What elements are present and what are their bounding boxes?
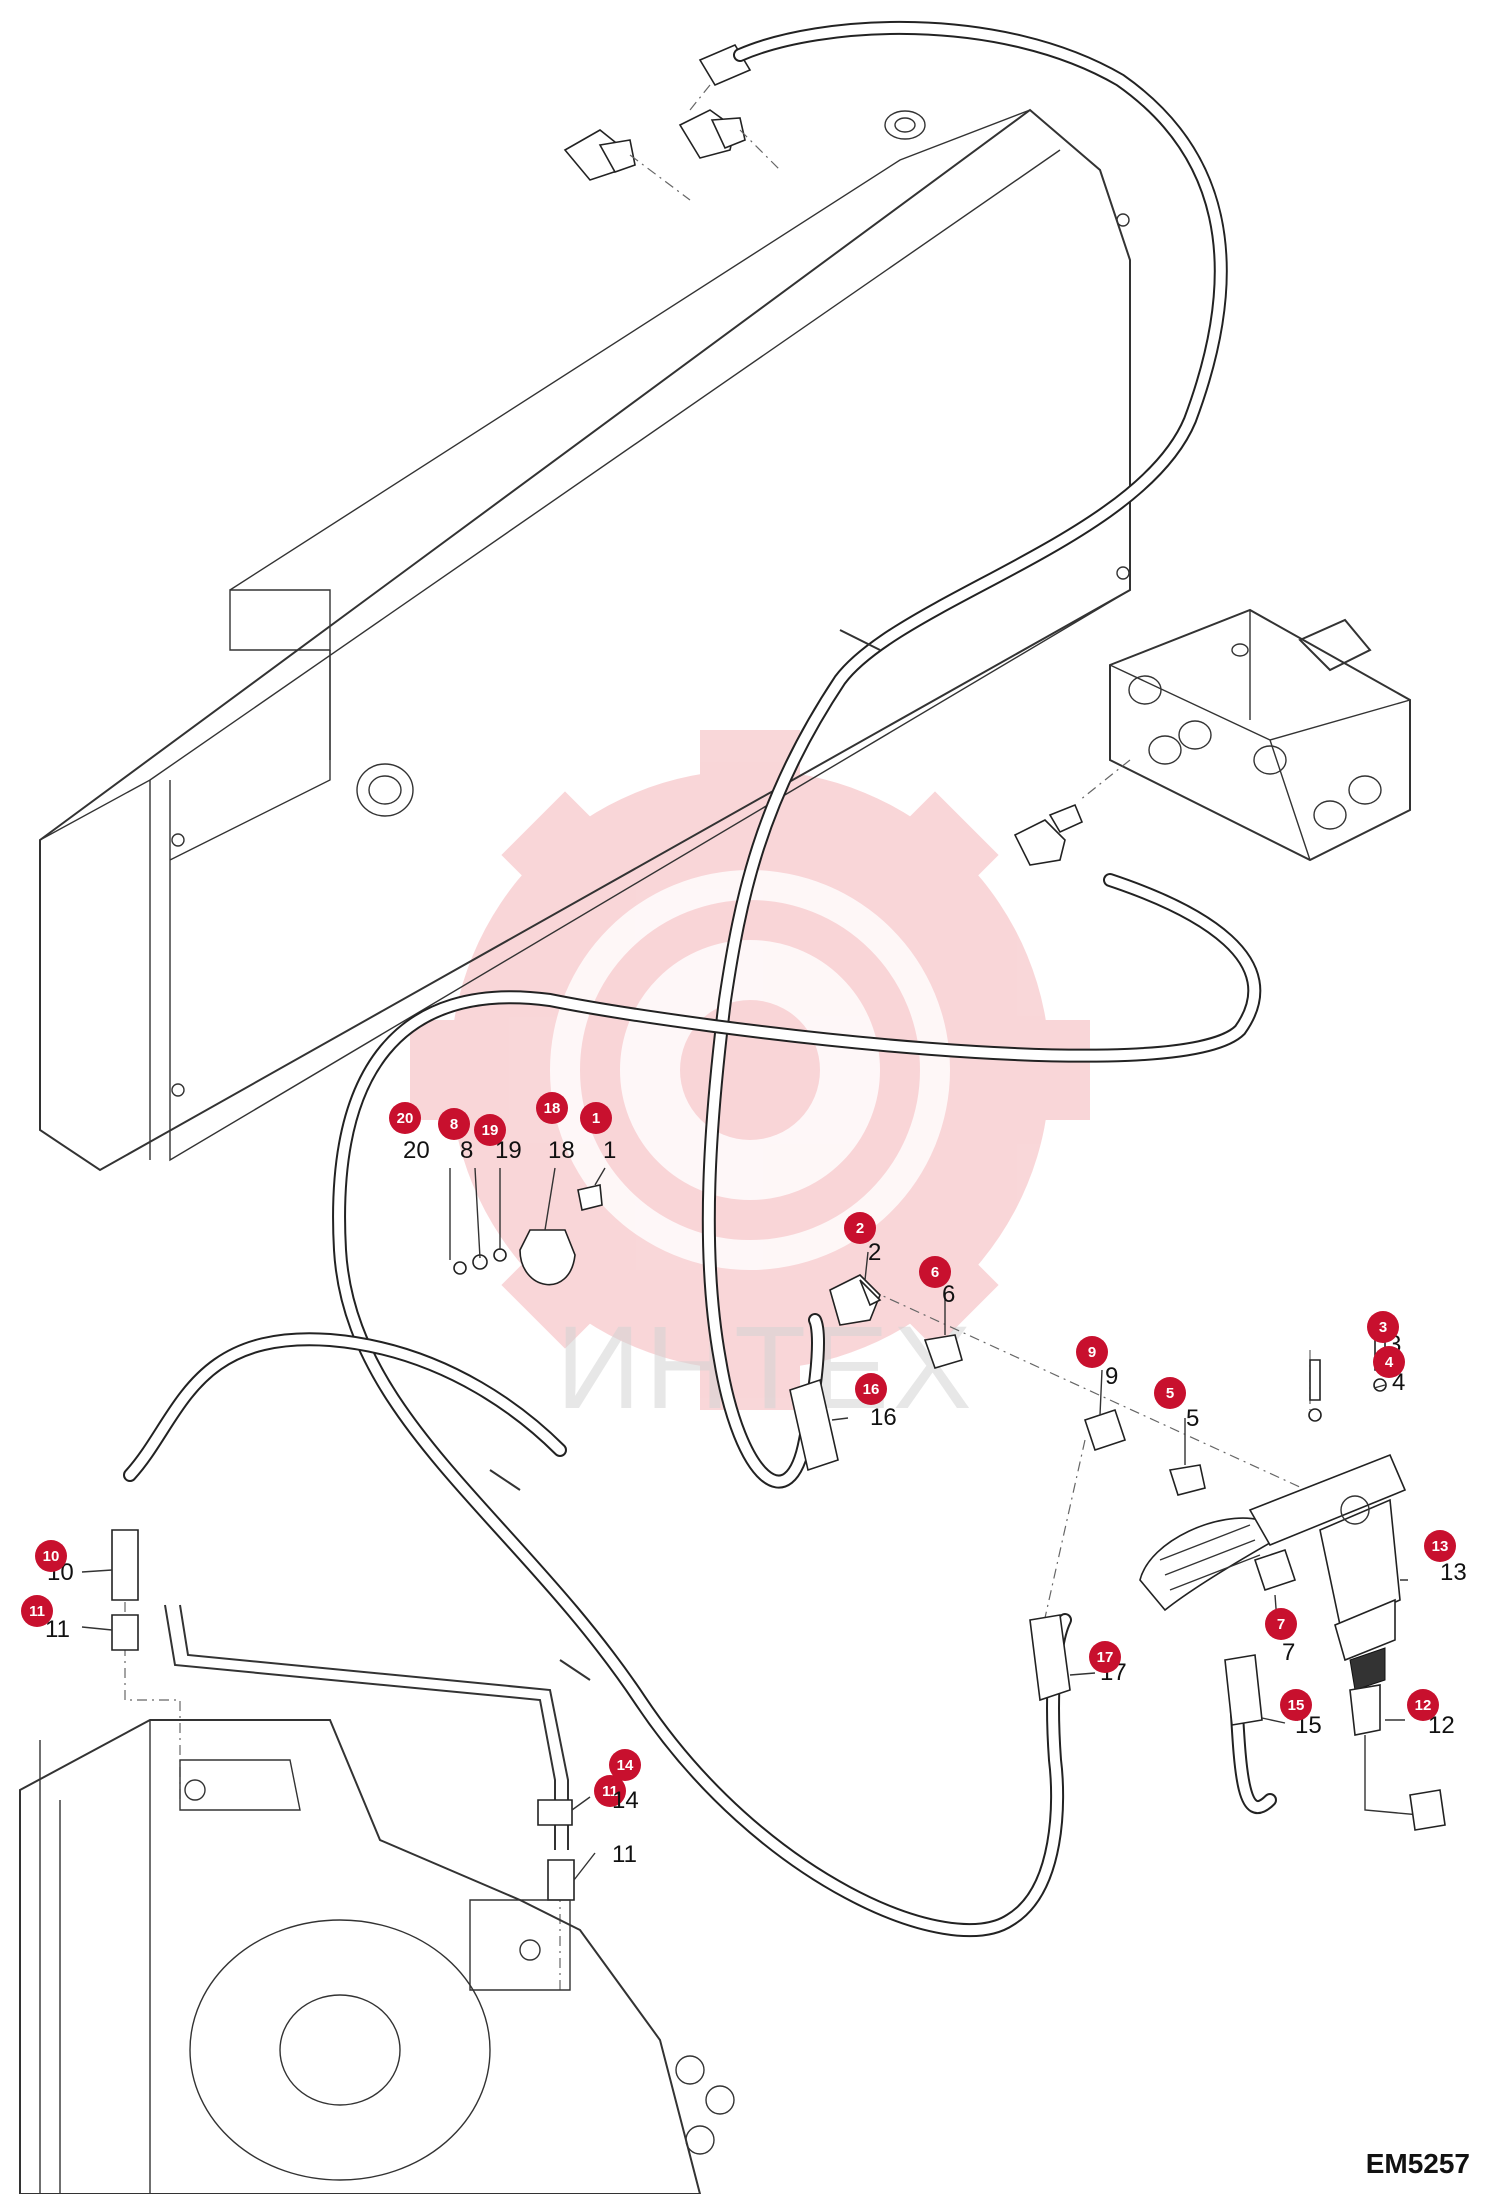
callout-label: 20	[403, 1137, 430, 1164]
leader-lines	[81, 1167, 1408, 1881]
callout-badge-number: 19	[482, 1122, 499, 1139]
drive-motor	[19, 1719, 735, 2194]
callout-badge[interactable]	[1424, 1530, 1456, 1562]
callout-badge[interactable]	[1373, 1346, 1405, 1378]
callout-badge-number: 3	[1379, 1319, 1387, 1336]
callout-14: 14 14	[609, 1749, 641, 1814]
drawing-code: EM5257	[1365, 2148, 1470, 2179]
hand-pump	[1139, 1453, 1446, 1831]
callout-label: 1	[603, 1137, 616, 1164]
callout-badge-number: 11	[602, 1783, 618, 1800]
callout-badge[interactable]	[855, 1373, 887, 1405]
callout-8: 88	[438, 1108, 473, 1164]
callout-label: 7	[1282, 1639, 1295, 1666]
hydraulic-hoses	[123, 20, 1277, 1938]
callout-11: 11 11	[594, 1775, 637, 1868]
callout-badge[interactable]	[1154, 1377, 1186, 1409]
callout-badge-number: 11	[29, 1603, 45, 1620]
callout-label: 6	[942, 1281, 955, 1308]
callout-badge[interactable]	[609, 1749, 641, 1781]
callout-label: 2	[868, 1239, 881, 1266]
callout-badge[interactable]	[844, 1212, 876, 1244]
callout-badge-number: 15	[1288, 1697, 1305, 1714]
callout-2: 22	[844, 1212, 881, 1266]
callout-badge[interactable]	[919, 1256, 951, 1288]
callout-1: 11	[580, 1102, 616, 1164]
callout-label: 16	[870, 1404, 897, 1431]
watermark-text: ИНТЕХ	[556, 1302, 976, 1434]
callout-badge[interactable]	[536, 1092, 568, 1124]
callout-badge[interactable]	[1367, 1311, 1399, 1343]
callout-badge[interactable]	[389, 1102, 421, 1134]
callout-badge-number: 6	[931, 1264, 939, 1281]
callout-badge[interactable]	[1280, 1689, 1312, 1721]
callout-9: 99	[1076, 1336, 1118, 1390]
callout-badge-number: 5	[1166, 1385, 1174, 1402]
control-valve-block	[1013, 608, 1411, 866]
callout-label: 18	[548, 1137, 575, 1164]
callout-badge[interactable]	[1076, 1336, 1108, 1368]
callout-badge-number: 18	[544, 1100, 561, 1117]
callout-badge-number: 4	[1385, 1354, 1394, 1371]
callout-badge-number: 16	[863, 1381, 880, 1398]
callout-badge-number: 14	[617, 1757, 634, 1774]
callout-badge-number: 12	[1415, 1697, 1432, 1714]
callout-badge-number: 7	[1277, 1616, 1285, 1633]
callout-label: 8	[460, 1137, 473, 1164]
callout-label: 5	[1186, 1405, 1199, 1432]
callout-badge-number: 8	[450, 1116, 458, 1133]
callout-badge-number: 20	[397, 1110, 414, 1127]
callouts: 1122334455667788991010111111111212131314…	[21, 1092, 1467, 1868]
top-fittings	[563, 43, 781, 201]
boom-frame	[39, 108, 1131, 1172]
callout-label: 9	[1105, 1363, 1118, 1390]
callout-badge-number: 9	[1088, 1344, 1096, 1361]
callout-badge[interactable]	[580, 1102, 612, 1134]
callout-label: 14	[612, 1787, 639, 1814]
callout-badge[interactable]	[1407, 1689, 1439, 1721]
callout-badge[interactable]	[594, 1775, 626, 1807]
callout-4: 44	[1373, 1346, 1405, 1396]
callout-badge[interactable]	[35, 1540, 67, 1572]
callout-badge[interactable]	[1265, 1608, 1297, 1640]
callout-label: 11	[612, 1841, 637, 1868]
callout-badge-number: 10	[43, 1548, 60, 1565]
callout-6: 66	[919, 1256, 955, 1308]
callout-badge-number: 17	[1097, 1649, 1114, 1666]
callout-badge[interactable]	[21, 1595, 53, 1627]
callout-5: 55	[1154, 1377, 1199, 1432]
callout-badge[interactable]	[1089, 1641, 1121, 1673]
callout-badge[interactable]	[438, 1108, 470, 1140]
fittings	[111, 1184, 1387, 1990]
callout-7: 77	[1265, 1608, 1297, 1666]
callout-badge-number: 13	[1432, 1538, 1449, 1555]
callout-badge-number: 2	[856, 1220, 864, 1237]
callout-badge[interactable]	[474, 1114, 506, 1146]
callout-badge-number: 1	[592, 1110, 600, 1127]
callout-label: 13	[1440, 1559, 1467, 1586]
